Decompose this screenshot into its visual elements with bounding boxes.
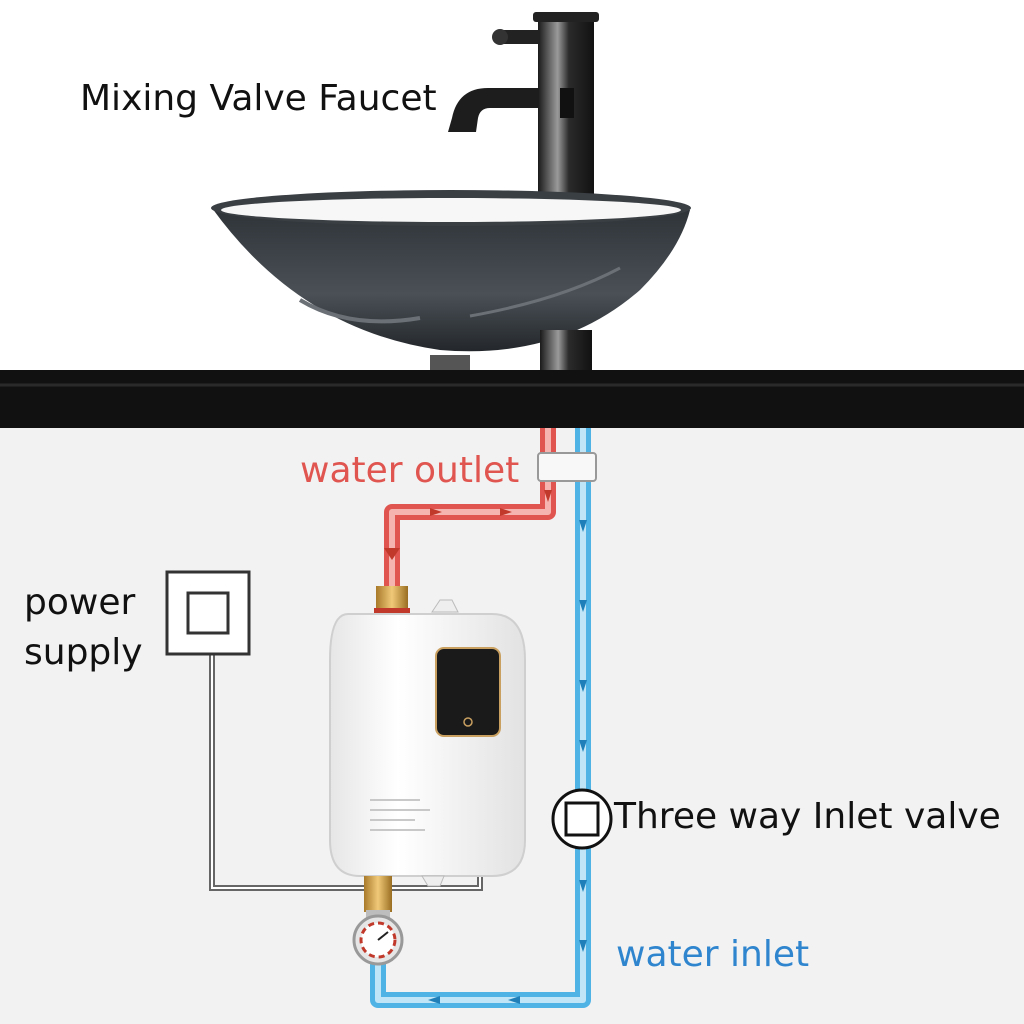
faucet-label: Mixing Valve Faucet: [80, 78, 437, 119]
countertop: [0, 370, 1024, 428]
water-outlet-label: water outlet: [300, 450, 520, 491]
power-outlet-icon: [165, 570, 251, 656]
inlet-valve-label: Three way Inlet valve: [614, 796, 1001, 837]
pipe-connector: [537, 452, 597, 482]
power-supply-label-line1: power: [24, 582, 136, 623]
power-supply-label-line2: supply: [24, 632, 143, 673]
sink-basin-icon: [211, 190, 691, 375]
water-heater-icon: [329, 586, 526, 912]
cold-water-pipe: [370, 428, 591, 1008]
water-inlet-label: water inlet: [616, 934, 810, 975]
power-supply-label: power supply: [24, 578, 143, 678]
pressure-gauge-icon: [352, 910, 404, 966]
valve-icon: [551, 788, 613, 850]
faucet-icon: [448, 12, 599, 195]
